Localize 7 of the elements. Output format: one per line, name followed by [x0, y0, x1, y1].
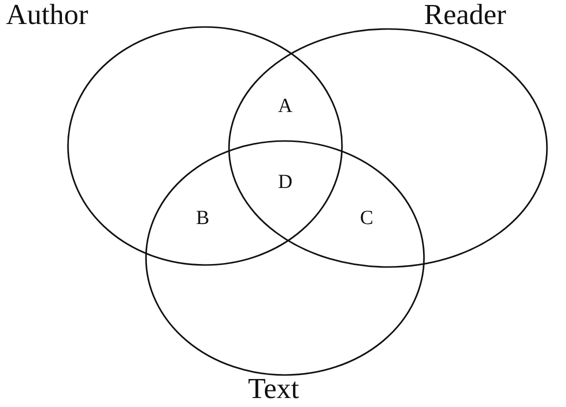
region-label: D — [278, 172, 292, 192]
set-label: Text — [248, 375, 300, 404]
set-label: Author — [6, 1, 88, 30]
set-label: Reader — [424, 1, 506, 30]
region-label: A — [278, 96, 292, 116]
region-label: C — [360, 208, 374, 228]
region-label: B — [196, 208, 210, 228]
